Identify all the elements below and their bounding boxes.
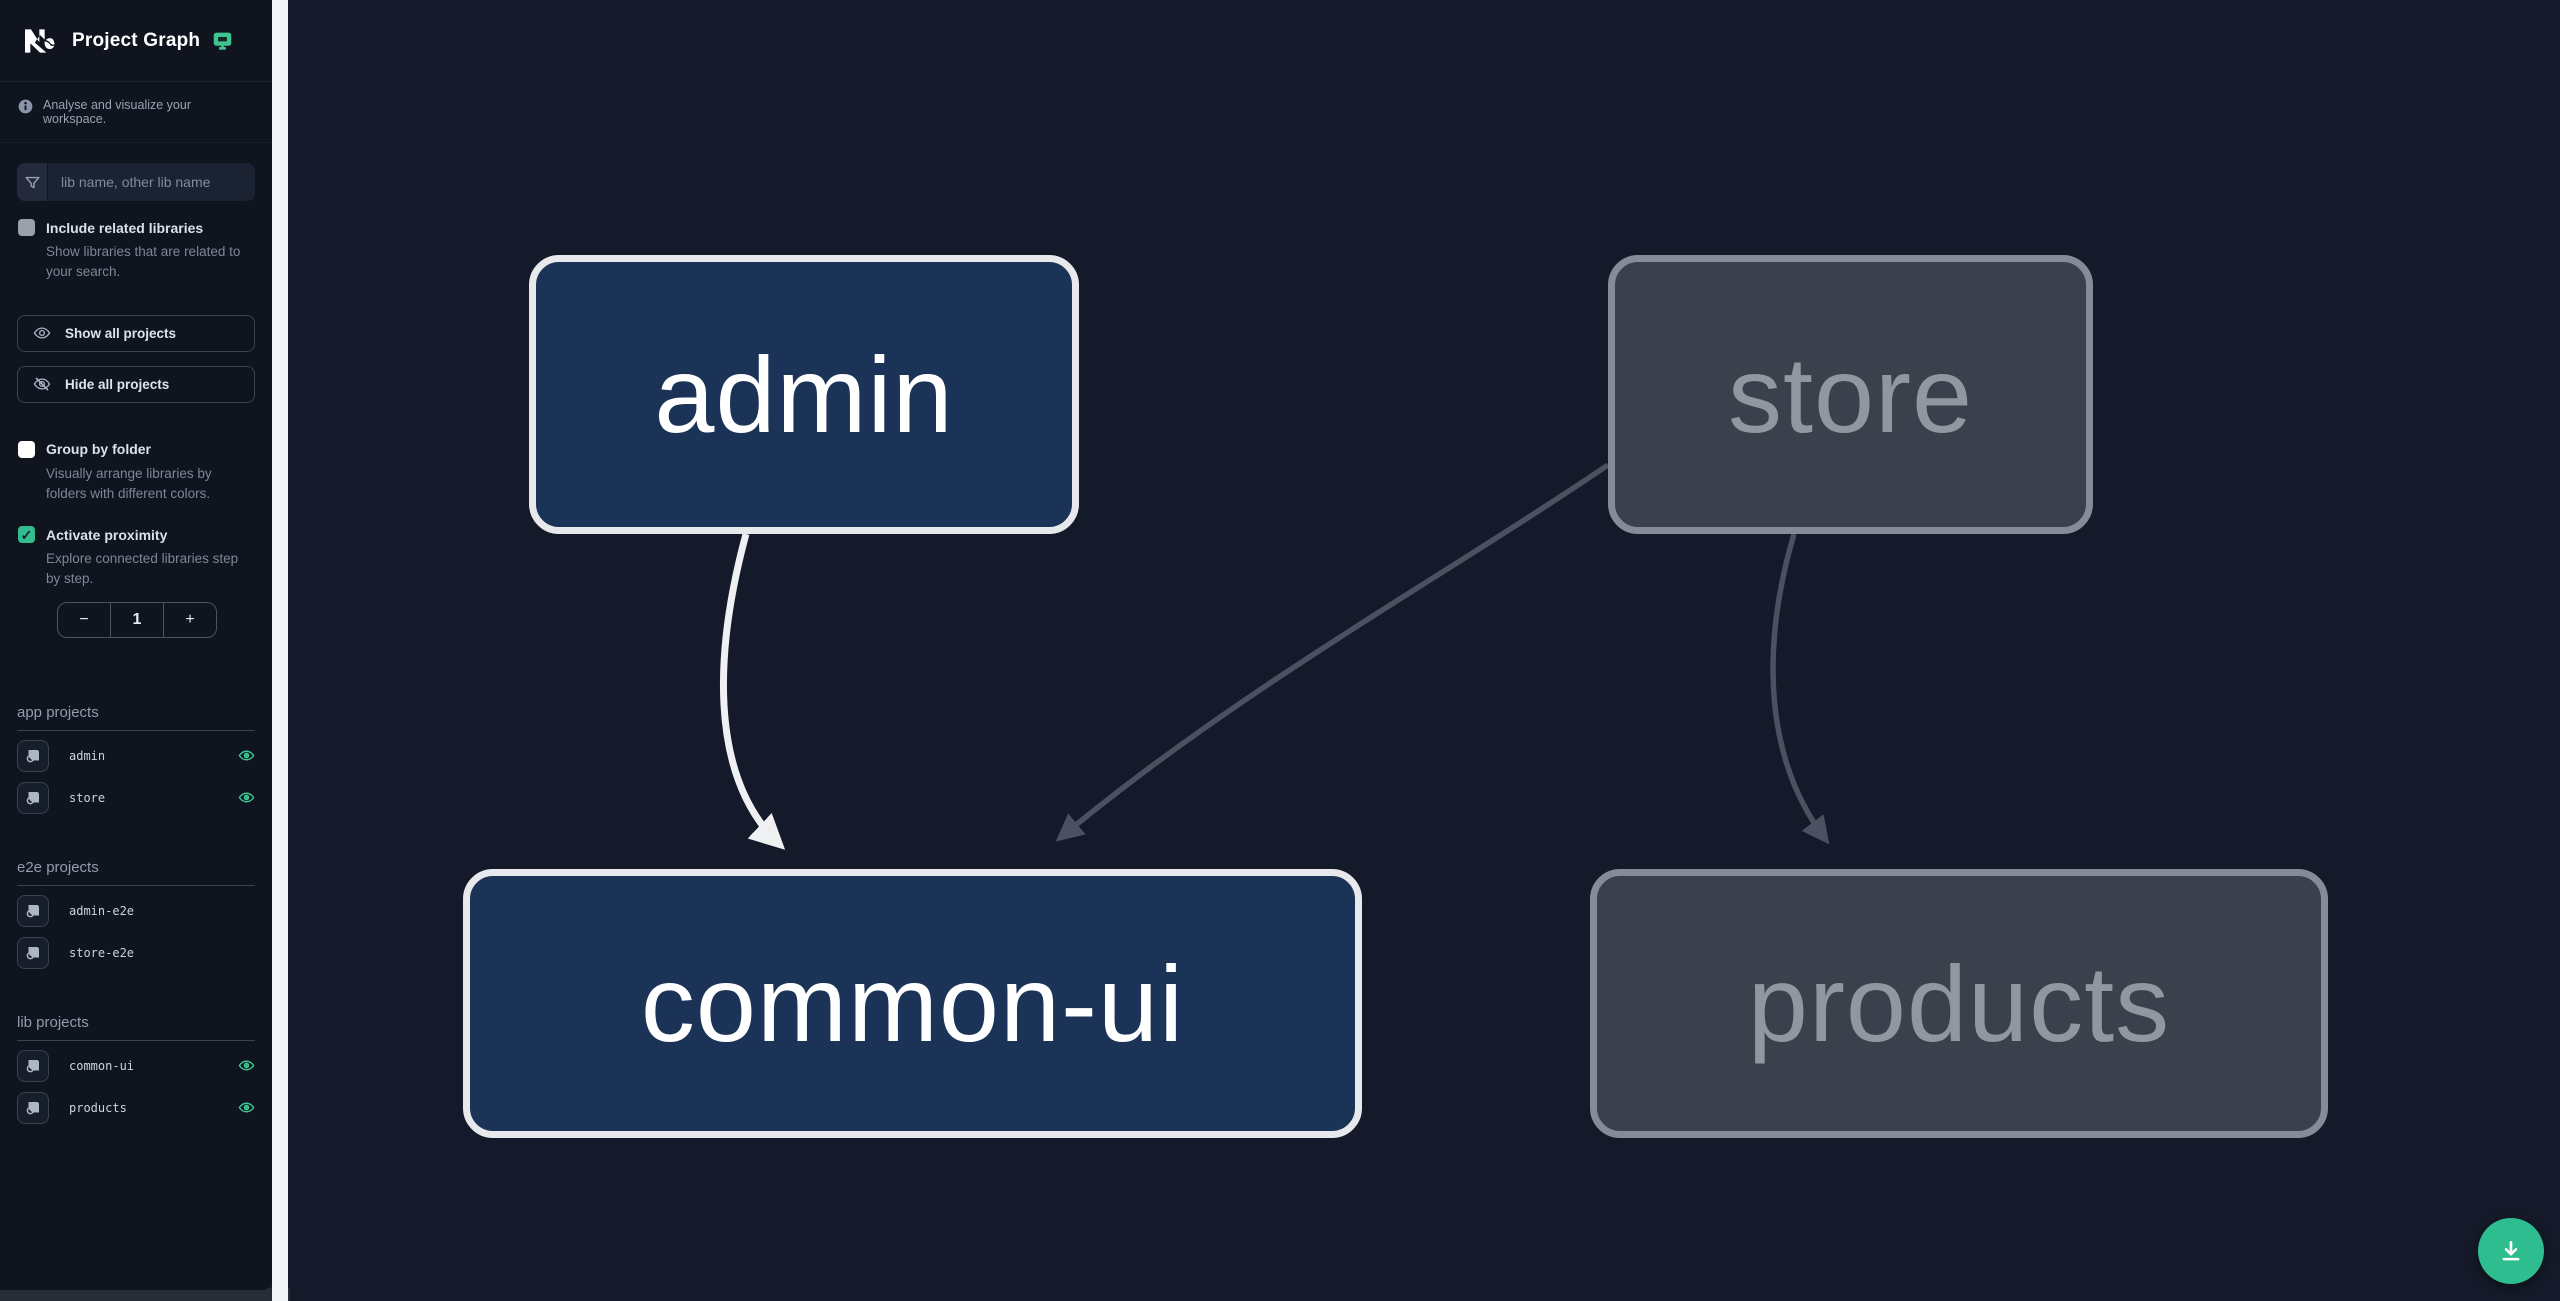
- visibility-eye-icon[interactable]: [238, 1057, 255, 1074]
- app-title: Project Graph: [72, 29, 201, 51]
- focus-project-icon[interactable]: [17, 894, 49, 927]
- graph-canvas[interactable]: admin store common-ui products: [288, 0, 2560, 1301]
- project-name: admin-e2e: [69, 903, 135, 918]
- graph-node-admin[interactable]: admin: [529, 255, 1079, 534]
- project-row-products: products: [17, 1091, 255, 1125]
- sidebar: Project Graph Analyse and visualize your…: [0, 0, 272, 1290]
- filter-icon: [17, 163, 48, 201]
- activate-proximity-checkbox[interactable]: ✓: [18, 526, 35, 543]
- proximity-increment-button[interactable]: +: [163, 602, 216, 637]
- section-title-e2e-projects: e2e projects: [17, 859, 255, 886]
- proximity-stepper: − 1 +: [57, 601, 217, 638]
- nx-logo: [20, 21, 60, 61]
- project-row-store: store: [17, 781, 255, 815]
- group-by-folder-description: Visually arrange libraries by folders wi…: [46, 465, 212, 501]
- project-name: admin: [69, 748, 106, 763]
- show-all-projects-label: Show all projects: [65, 325, 177, 341]
- show-all-projects-button[interactable]: Show all projects: [17, 314, 255, 352]
- project-row-admin: admin: [17, 739, 255, 773]
- graph-node-common-ui[interactable]: common-ui: [463, 869, 1362, 1138]
- node-label: products: [1747, 943, 2171, 1064]
- focus-project-icon[interactable]: [17, 781, 49, 814]
- project-name: products: [69, 1100, 127, 1115]
- section-title-app-projects: app projects: [17, 704, 255, 731]
- project-row-admin-e2e: admin-e2e: [17, 894, 255, 928]
- project-name: store: [69, 790, 106, 805]
- info-icon: [18, 99, 33, 114]
- include-related-label: Include related libraries: [46, 219, 204, 236]
- hide-all-projects-button[interactable]: Hide all projects: [17, 365, 255, 403]
- graph-node-store[interactable]: store: [1608, 255, 2093, 534]
- activate-proximity-description: Explore connected libraries step by step…: [46, 551, 239, 587]
- visibility-eye-icon[interactable]: [238, 789, 255, 806]
- node-label: common-ui: [640, 943, 1185, 1064]
- download-icon: [2498, 1238, 2524, 1264]
- focus-project-icon[interactable]: [17, 936, 49, 969]
- include-related-checkbox[interactable]: [18, 219, 35, 236]
- workspace-hint-text: Analyse and visualize your workspace.: [43, 98, 191, 126]
- monitor-icon[interactable]: [212, 30, 233, 51]
- hide-all-projects-label: Hide all projects: [65, 376, 170, 392]
- filter-input[interactable]: [48, 163, 255, 201]
- horizontal-scrollbar[interactable]: [0, 1288, 290, 1301]
- project-row-store-e2e: store-e2e: [17, 936, 255, 970]
- node-label: admin: [654, 334, 954, 455]
- sidebar-header: Project Graph: [0, 0, 272, 82]
- proximity-value: 1: [110, 602, 163, 637]
- sidebar-resizer[interactable]: [272, 0, 288, 1301]
- include-related-description: Show libraries that are related to your …: [46, 244, 241, 280]
- graph-node-products[interactable]: products: [1590, 869, 2328, 1138]
- eye-icon: [33, 324, 51, 342]
- focus-project-icon[interactable]: [17, 739, 49, 772]
- activate-proximity-label: Activate proximity: [46, 526, 168, 543]
- visibility-eye-icon[interactable]: [238, 747, 255, 764]
- section-title-lib-projects: lib projects: [17, 1014, 255, 1041]
- edge-admin-to-common-ui: [720, 533, 786, 850]
- project-name: store-e2e: [69, 945, 135, 960]
- focus-project-icon[interactable]: [17, 1049, 49, 1082]
- focus-project-icon[interactable]: [17, 1091, 49, 1124]
- node-label: store: [1727, 334, 1974, 455]
- group-by-folder-label: Group by folder: [46, 441, 151, 457]
- visibility-eye-icon[interactable]: [238, 1099, 255, 1116]
- project-name: common-ui: [69, 1058, 135, 1073]
- project-filter: [17, 163, 255, 201]
- workspace-hint: Analyse and visualize your workspace.: [0, 82, 272, 143]
- proximity-decrement-button[interactable]: −: [79, 610, 89, 628]
- download-image-button[interactable]: [2478, 1218, 2544, 1284]
- graph-edges: [720, 462, 1830, 850]
- edge-store-to-common-ui: [1055, 462, 1610, 842]
- edge-store-to-products: [1770, 533, 1830, 845]
- group-by-folder-checkbox[interactable]: [18, 440, 35, 458]
- project-row-common-ui: common-ui: [17, 1049, 255, 1083]
- eye-off-icon: [33, 375, 51, 393]
